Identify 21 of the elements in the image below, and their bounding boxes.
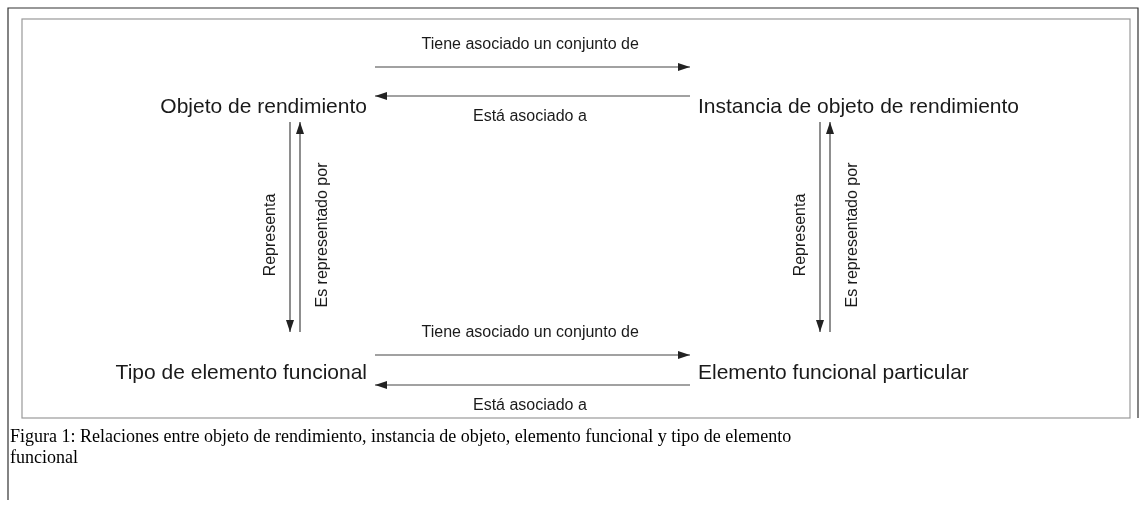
node-label: Instancia de objeto de rendimiento [698,94,1020,118]
edge-label: Está asociado a [473,396,587,414]
arrow [374,381,691,389]
arrow [296,121,304,333]
arrow [374,351,691,359]
edge-label: Representa [790,193,809,277]
figure-caption: Figura 1: Relaciones entre objeto de rendimiento, instancia de objeto, elemento funcional y tipo de elemento funcional [10,426,793,468]
arrow [286,121,294,333]
node-label: Tipo de elemento funcional [115,360,367,384]
node-label: Objeto de rendimiento [160,94,367,118]
arrow [374,92,691,100]
edge-label: Tiene asociado un conjunto de [421,35,639,53]
arrow [816,121,824,333]
edge-label: Es representado por [313,162,331,308]
edge-label: Es representado por [843,162,861,308]
node-label: Elemento funcional particular [698,360,969,384]
arrow [374,63,691,71]
arrow [826,121,834,333]
edge-label: Está asociado a [473,107,587,125]
edge-label: Tiene asociado un conjunto de [421,323,639,341]
edge-label: Representa [260,193,279,277]
